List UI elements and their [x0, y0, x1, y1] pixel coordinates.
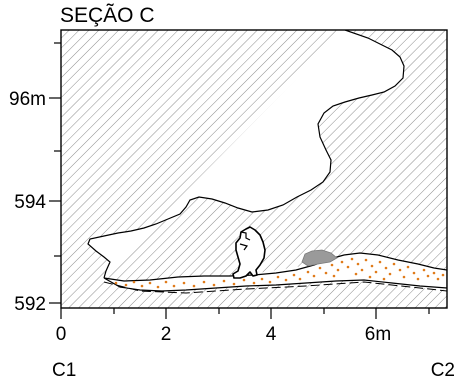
x-tick-label-6: 6m: [365, 324, 391, 345]
x-axis: [60, 308, 430, 319]
endpoint-label-left: C1: [52, 360, 76, 381]
x-tick-label-2: 2: [161, 324, 172, 345]
x-tick-label-4: 4: [266, 324, 277, 345]
x-tick-label-0: 0: [56, 324, 67, 345]
human-figure-detail: [239, 231, 251, 251]
boulder: [301, 249, 338, 267]
y-tick-label-596: 96m: [9, 89, 46, 110]
rock-mass: [61, 30, 447, 308]
cave-ceiling-outline: [87, 30, 405, 279]
endpoint-label-right: C2: [431, 360, 455, 381]
diagram-title: SEÇÃO C: [60, 3, 155, 27]
y-tick-label-592: 592: [14, 294, 46, 315]
y-tick-label-594: 594: [14, 192, 46, 213]
bedrock-dashed-line: [103, 281, 447, 294]
plot-frame: [60, 29, 448, 309]
sediment-dots: [114, 257, 445, 289]
y-axis: [49, 42, 61, 304]
human-scale-figure: [232, 226, 266, 279]
